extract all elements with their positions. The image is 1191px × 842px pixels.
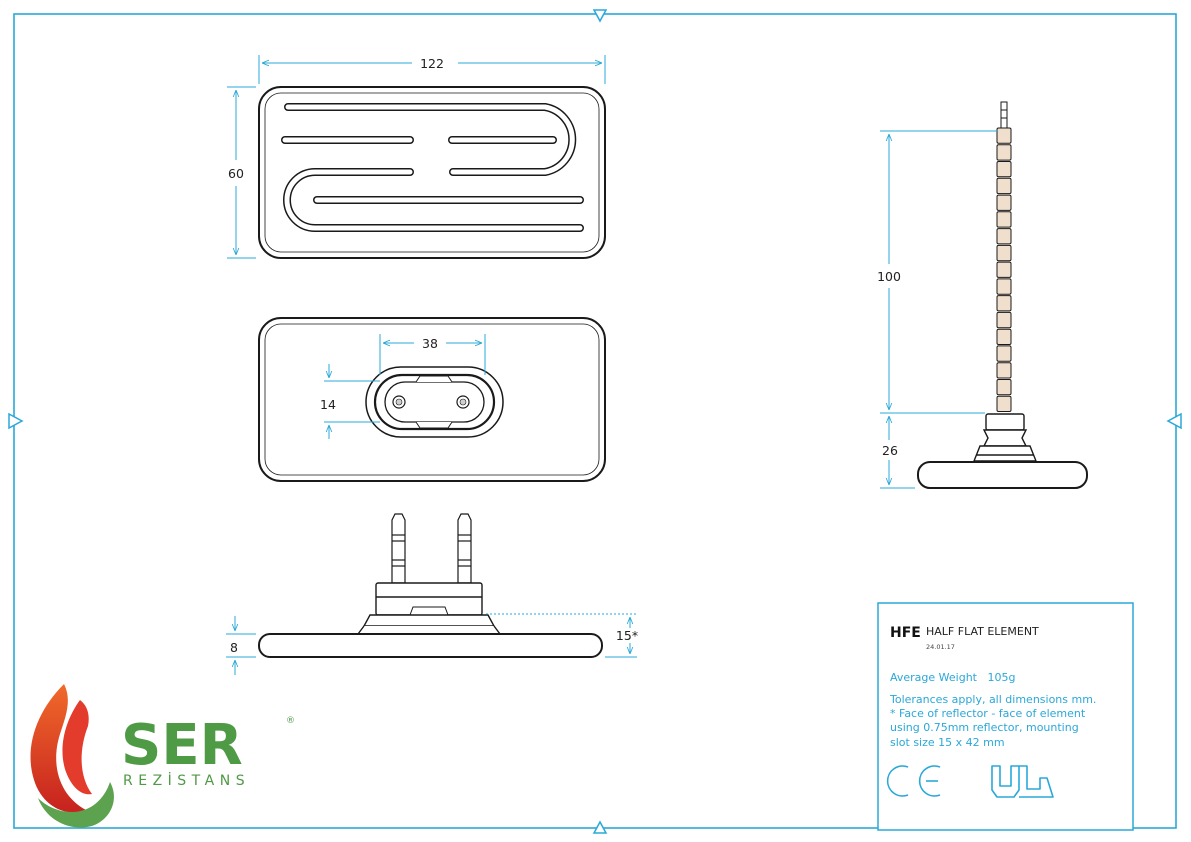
company-logo: SER ® REZİSTANS <box>30 684 295 828</box>
dimension-base-height-label: 26 <box>882 443 898 458</box>
ceramic-bead <box>996 362 1012 379</box>
note-line-1: Tolerances apply, all dimensions mm. <box>889 693 1096 706</box>
flame-icon <box>30 684 114 828</box>
center-mark-top <box>592 9 608 23</box>
dimension-top-height <box>227 86 256 259</box>
center-mark-bottom <box>592 820 608 834</box>
center-mark-right <box>1166 412 1182 430</box>
drawing-date: 24.01.17 <box>926 643 955 651</box>
dimension-slot-width-label: 38 <box>422 336 438 351</box>
bottom-view: 38 14 <box>258 317 606 482</box>
sheet-frame <box>8 9 1182 834</box>
note-line-3: using 0.75mm reflector, mounting <box>890 721 1079 734</box>
ceramic-bead <box>996 278 1012 295</box>
lead-wire <box>1000 101 1008 129</box>
dimension-side-thickness-label: 8 <box>230 640 238 655</box>
dimension-slot-height-label: 14 <box>320 397 336 412</box>
side-view: 8 15* <box>226 513 638 675</box>
dimension-side-reflector <box>486 613 637 658</box>
ceramic-bead <box>996 161 1012 178</box>
end-view-base <box>917 413 1088 489</box>
ceramic-bead <box>996 194 1012 211</box>
ceramic-bead <box>996 127 1012 144</box>
note-line-2: * Face of reflector - face of element <box>890 707 1086 720</box>
part-name: HALF FLAT ELEMENT <box>926 625 1039 638</box>
ceramic-bead <box>996 177 1012 195</box>
title-block: HFE HALF FLAT ELEMENT 24.01.17 Average W… <box>877 602 1134 831</box>
dimension-side-thickness <box>226 616 256 675</box>
ceramic-bead <box>996 328 1012 346</box>
ce-mark-icon <box>886 765 941 797</box>
dimension-slot-width <box>379 334 486 375</box>
side-terminal-block <box>356 582 502 635</box>
end-view: 100 26 <box>877 101 1088 489</box>
ceramic-bead <box>996 211 1012 228</box>
element-body-top <box>258 86 606 259</box>
heating-coil-pattern <box>281 103 584 232</box>
element-body-side <box>258 633 603 658</box>
dimension-top-height-label: 60 <box>228 166 244 181</box>
logo-wordmark: SER <box>121 713 243 778</box>
dimension-pin-length <box>880 130 998 414</box>
ceramic-bead <box>996 345 1012 362</box>
dimension-side-reflector-label: 15* <box>616 628 638 643</box>
ceramic-bead <box>996 144 1012 161</box>
ceramic-bead <box>996 295 1012 312</box>
ul-recognized-mark-icon <box>991 765 1054 798</box>
dimension-pin-length-label: 100 <box>877 269 901 284</box>
ceramic-bead <box>996 395 1012 413</box>
ceramic-bead <box>996 244 1012 262</box>
dimension-slot-height <box>324 364 380 439</box>
ceramic-beads <box>996 127 1012 413</box>
center-mark-left <box>8 412 24 430</box>
ceramic-bead <box>996 261 1012 278</box>
ceramic-bead <box>996 228 1012 245</box>
ceramic-bead <box>996 379 1012 396</box>
dimension-base-height <box>880 416 915 489</box>
average-weight: Average Weight 105g <box>890 671 1015 684</box>
ceramic-bead <box>996 311 1012 329</box>
top-view: 122 60 <box>227 55 606 259</box>
dimension-top-width-label: 122 <box>420 56 444 71</box>
part-code: HFE <box>890 625 921 641</box>
terminal-socket <box>365 366 504 438</box>
logo-registered: ® <box>286 716 295 726</box>
note-line-4: slot size 15 x 42 mm <box>890 736 1005 749</box>
logo-subtitle: REZİSTANS <box>123 771 250 789</box>
side-pins <box>391 513 472 584</box>
dimension-top-width <box>258 55 606 84</box>
